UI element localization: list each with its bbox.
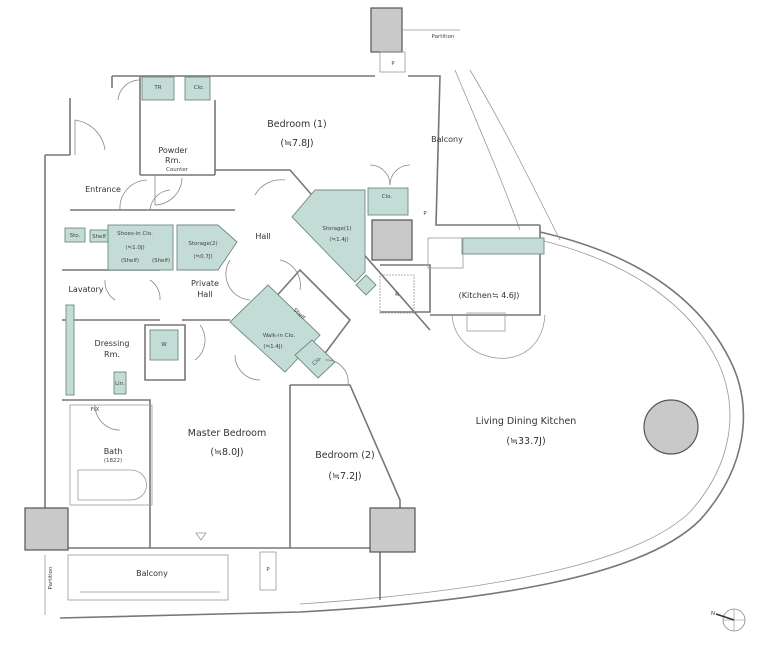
shelf-label: Shelf xyxy=(92,234,107,240)
column-bottom xyxy=(369,507,416,553)
dressing-label-2: Rm. xyxy=(104,350,120,359)
shoes-shelf-2: (Shelf) xyxy=(152,258,170,264)
outer-glass-curve xyxy=(59,231,745,619)
p-box-top xyxy=(379,51,406,73)
column-top xyxy=(370,7,403,53)
private-hall-label-2: Hall xyxy=(197,290,212,299)
clo-top-label: Clo. xyxy=(194,85,205,91)
kitchen-label: (Kitchen≒ 4.6J) xyxy=(459,291,520,300)
p-mid-label: P xyxy=(423,211,427,217)
walk-in-closet xyxy=(229,284,321,373)
kitchen-arc xyxy=(451,314,546,359)
column-bottom-left xyxy=(24,507,69,551)
w-box xyxy=(149,329,179,361)
balcony-top-label: Balcony xyxy=(431,135,463,144)
master-label: Master Bedroom xyxy=(188,428,266,439)
p-box-bottom xyxy=(259,551,277,591)
storage1 xyxy=(291,189,366,283)
bedroom2-size: (≒7.2J) xyxy=(328,471,361,482)
ldk-size: (≒33.7J) xyxy=(506,436,545,447)
storage2 xyxy=(176,224,238,271)
compass-n-label: N xyxy=(711,611,715,617)
private-hall-label-1: Private xyxy=(191,279,219,288)
inner-glass-curve xyxy=(299,239,731,605)
shoes-label: Shoes-in Clo. xyxy=(117,231,153,237)
lin-box xyxy=(113,371,127,395)
sto-box xyxy=(64,227,86,243)
tr-label: TR xyxy=(153,85,161,91)
doors xyxy=(74,79,411,431)
kitchen-island xyxy=(466,312,506,332)
partition-top-label: Partition xyxy=(432,34,455,40)
w-label: W xyxy=(161,342,167,348)
bedroom1-label: Bedroom (1) xyxy=(267,119,326,130)
bath-label: Bath xyxy=(104,447,123,456)
balcony-bottom-area xyxy=(67,554,229,601)
column-round xyxy=(643,399,699,455)
bathtub xyxy=(77,469,147,501)
balcony-top-inner xyxy=(454,69,521,231)
shoes-in-closet xyxy=(107,224,174,271)
triangle-marker xyxy=(195,532,207,541)
fix-label: FIX xyxy=(91,407,100,413)
lin-label: Lin. xyxy=(115,381,125,387)
hall-label: Hall xyxy=(255,232,270,241)
storage2-size: (≒0.7J) xyxy=(193,254,212,260)
p-top-label: P xyxy=(391,61,395,67)
partition-bottom-label: Partition xyxy=(48,566,54,589)
wic-size: (≒1.4J) xyxy=(263,344,282,350)
bedroom2-label: Bedroom (2) xyxy=(315,450,374,461)
entrance-label: Entrance xyxy=(85,185,121,194)
master-size: (≒8.0J) xyxy=(210,447,243,458)
small-shelf xyxy=(355,274,377,296)
kitchen-counter xyxy=(461,237,545,255)
north-compass-icon: N xyxy=(711,608,746,632)
counter-label: Counter xyxy=(166,167,189,173)
bath-room xyxy=(69,404,153,506)
stove xyxy=(427,237,464,269)
sto-label: Sto. xyxy=(70,233,81,239)
r-fridge xyxy=(379,274,415,314)
dressing-label-1: Dressing xyxy=(95,339,130,348)
r-label: R xyxy=(395,292,399,298)
bath-size: (1822) xyxy=(104,458,122,464)
balcony-bottom-label: Balcony xyxy=(136,569,168,578)
clo-wic-label: Clo. xyxy=(311,355,323,367)
bedroom1-size: (≒7.8J) xyxy=(280,138,313,149)
ldk-label: Living Dining Kitchen xyxy=(476,416,577,427)
clo-top xyxy=(184,76,211,101)
storage1-label: Storage(1) xyxy=(322,226,351,232)
storage2-label: Storage(2) xyxy=(188,241,217,247)
shoes-size: (≒1.0J) xyxy=(125,245,144,251)
lavatory-label: Lavatory xyxy=(68,285,103,294)
shoes-shelf-1: (Shelf) xyxy=(121,258,139,264)
p-bottom-label: P xyxy=(266,567,270,573)
powder-label-1: Powder xyxy=(158,146,188,155)
balcony-top-curve xyxy=(469,69,561,241)
powder-label-2: Rm. xyxy=(165,156,181,165)
column-kitchen xyxy=(371,219,413,261)
dressing-shelf xyxy=(65,304,75,396)
wic-label: Walk-in Clo. xyxy=(263,333,296,339)
clo-mid xyxy=(367,187,409,216)
clo-mid-label: Clo. xyxy=(382,194,393,200)
storage1-size: (≒1.4J) xyxy=(329,237,348,243)
exterior-wall xyxy=(44,75,540,600)
tr-cabinet xyxy=(141,76,175,101)
